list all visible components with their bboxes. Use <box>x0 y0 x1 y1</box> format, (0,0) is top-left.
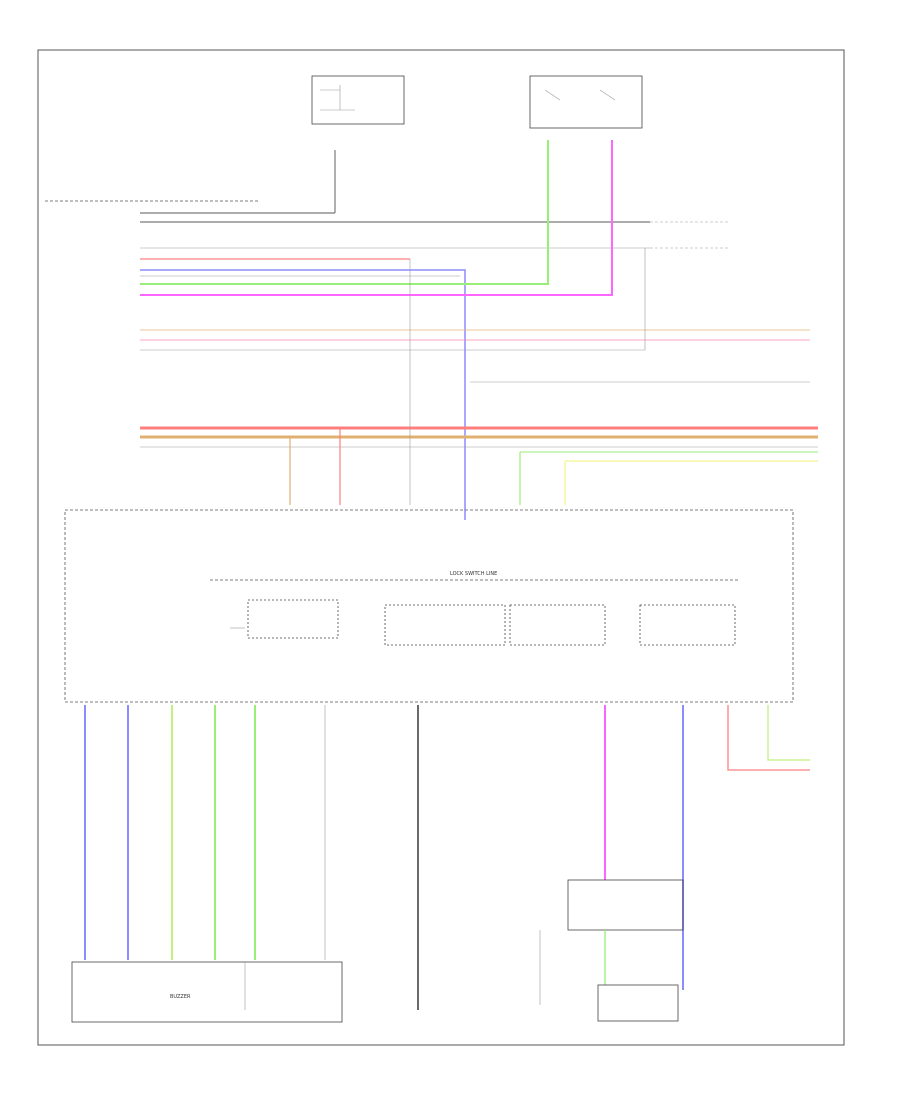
lock-switch-line-label: LOCK SWITCH LINE <box>450 571 497 577</box>
right-door-switch <box>567 879 684 931</box>
switch-group-mid-1 <box>384 604 506 646</box>
switch-group-right <box>639 604 736 646</box>
relay-box-center <box>529 75 643 129</box>
buzzer-label: BUZZER <box>170 994 191 1000</box>
wire-grey-mid <box>140 248 646 351</box>
control-module <box>64 509 794 703</box>
wire-pink-top <box>140 140 613 296</box>
door-lock-actuator-box <box>71 961 343 1023</box>
switch-group-left <box>230 599 339 639</box>
fuse-box-left <box>311 75 405 125</box>
right-door-lock-actuator <box>597 984 679 1022</box>
switch-group-mid-2 <box>509 604 606 646</box>
wire-blue-main <box>140 269 466 520</box>
wire-green-top <box>140 140 549 285</box>
diagram-frame <box>37 49 845 1046</box>
wire-red-right-down <box>727 705 810 771</box>
wire-lime-right-down <box>767 705 810 761</box>
